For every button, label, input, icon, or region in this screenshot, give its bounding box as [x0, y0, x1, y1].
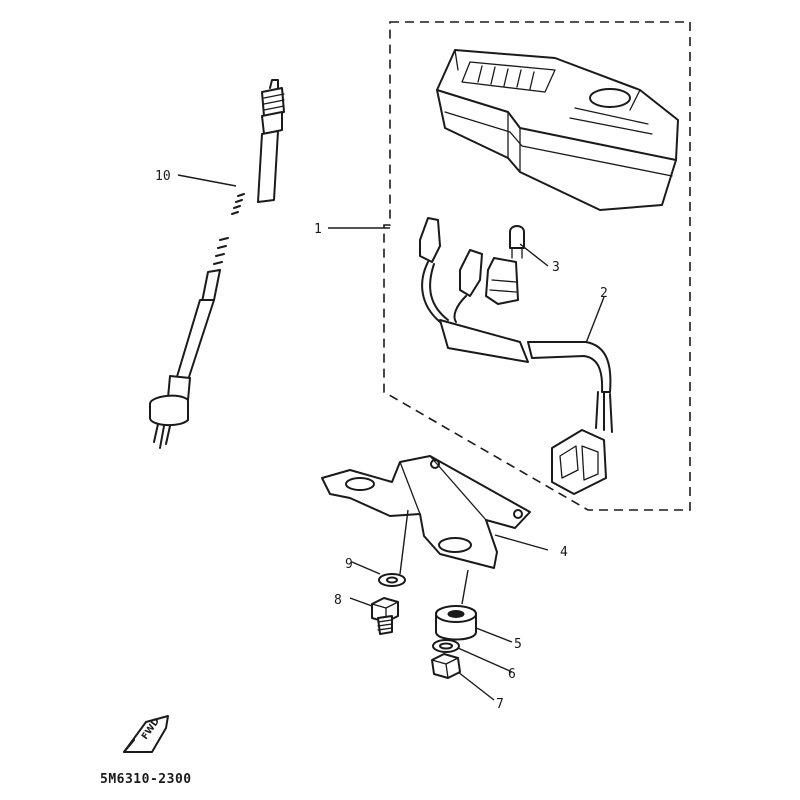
assembly-boundary [383, 21, 691, 511]
collar [378, 573, 406, 587]
meter-assembly [436, 49, 679, 211]
wire-harness [419, 217, 613, 495]
callout-9: 9 [345, 557, 353, 572]
callout-7: 7 [496, 697, 504, 712]
fwd-direction-arrow: FWD [123, 715, 169, 753]
meter-cable [149, 79, 285, 449]
bolt [371, 597, 399, 635]
washer [432, 639, 460, 653]
callout-4: 4 [560, 545, 568, 560]
mounting-bracket [321, 455, 531, 569]
callout-3: 3 [552, 260, 560, 275]
grommet [435, 605, 477, 641]
callout-1: 1 [314, 222, 322, 237]
part-code: 5M6310-2300 [100, 772, 192, 787]
callout-5: 5 [514, 637, 522, 652]
callout-6: 6 [508, 667, 516, 682]
callout-labels: 1 2 3 4 5 6 7 8 9 10 [155, 169, 608, 712]
bulb-socket [485, 225, 525, 305]
callout-2: 2 [600, 286, 608, 301]
leader-lines [177, 174, 605, 701]
callout-8: 8 [334, 593, 342, 608]
nut [431, 653, 461, 679]
callout-10: 10 [155, 169, 171, 184]
